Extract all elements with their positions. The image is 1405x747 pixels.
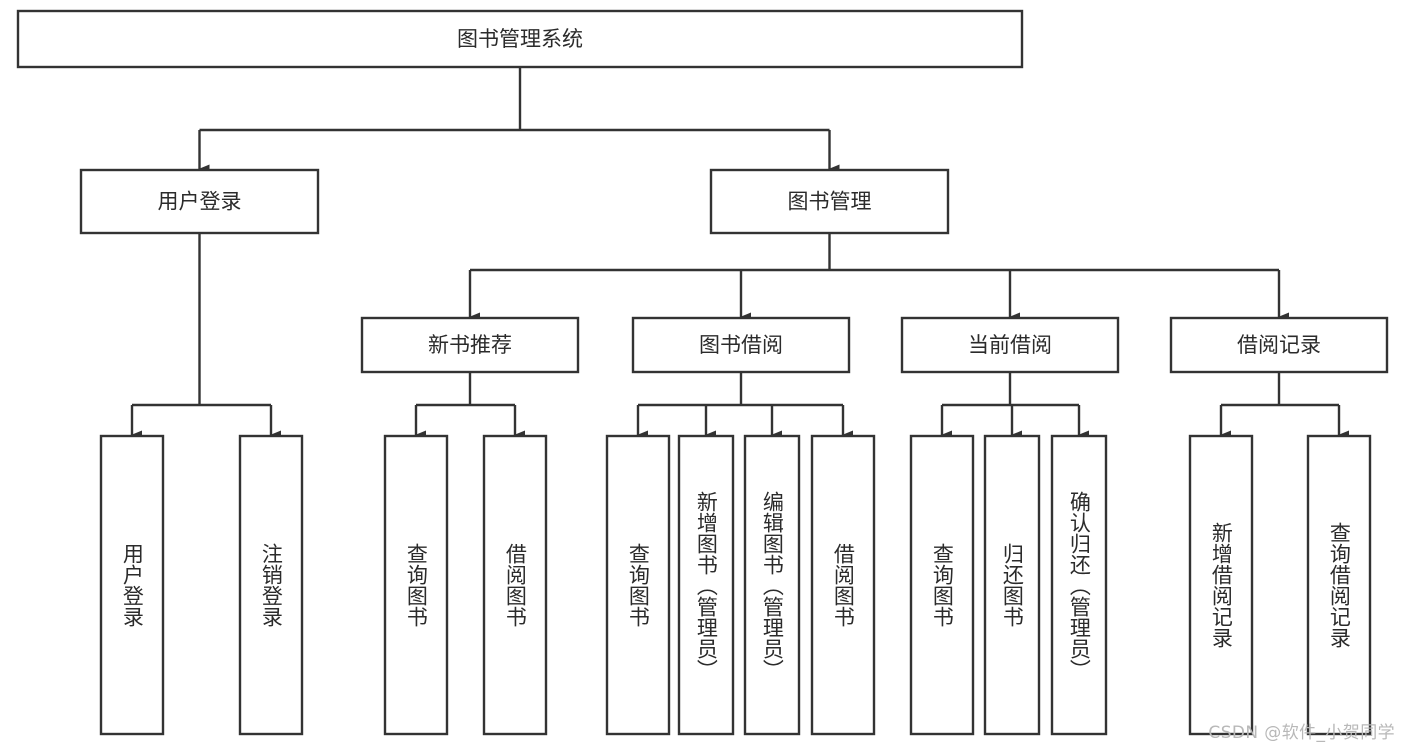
- node-book-manage-label: 图书管理: [788, 190, 872, 214]
- node-leaf-user-login[interactable]: [99, 434, 165, 736]
- connector-layer: [130, 67, 1349, 440]
- node-new-book-recommend-label: 新书推荐: [428, 333, 512, 357]
- node-book-borrow[interactable]: [631, 316, 851, 374]
- node-leaf-borrow-book-2[interactable]: [810, 434, 876, 736]
- node-leaf-logout[interactable]: [238, 434, 304, 736]
- node-leaf-query-book-1[interactable]: [383, 434, 449, 736]
- node-leaf-query-record[interactable]: [1306, 434, 1372, 736]
- box-layer: [16, 9, 1389, 736]
- node-root-label: 图书管理系统: [457, 27, 583, 51]
- node-leaf-confirm-return[interactable]: [1050, 434, 1108, 736]
- node-leaf-return-book[interactable]: [983, 434, 1041, 736]
- node-leaf-add-book[interactable]: [677, 434, 735, 736]
- watermark: CSDN @软件_小贺同学: [1208, 723, 1395, 743]
- node-new-book-recommend[interactable]: [360, 316, 580, 374]
- node-leaf-query-book-2[interactable]: [605, 434, 671, 736]
- node-current-borrow[interactable]: [900, 316, 1120, 374]
- node-book-manage[interactable]: [709, 168, 950, 235]
- node-borrow-record[interactable]: [1169, 316, 1389, 374]
- node-book-borrow-label: 图书借阅: [699, 333, 783, 357]
- node-root[interactable]: [16, 9, 1024, 69]
- node-leaf-borrow-book-1[interactable]: [482, 434, 548, 736]
- node-borrow-record-label: 借阅记录: [1237, 333, 1321, 357]
- node-leaf-add-record[interactable]: [1188, 434, 1254, 736]
- node-leaf-query-book-3[interactable]: [909, 434, 975, 736]
- node-leaf-edit-book[interactable]: [743, 434, 801, 736]
- node-current-borrow-label: 当前借阅: [968, 333, 1052, 357]
- node-user-login[interactable]: [79, 168, 320, 235]
- node-user-login-label: 用户登录: [158, 190, 242, 214]
